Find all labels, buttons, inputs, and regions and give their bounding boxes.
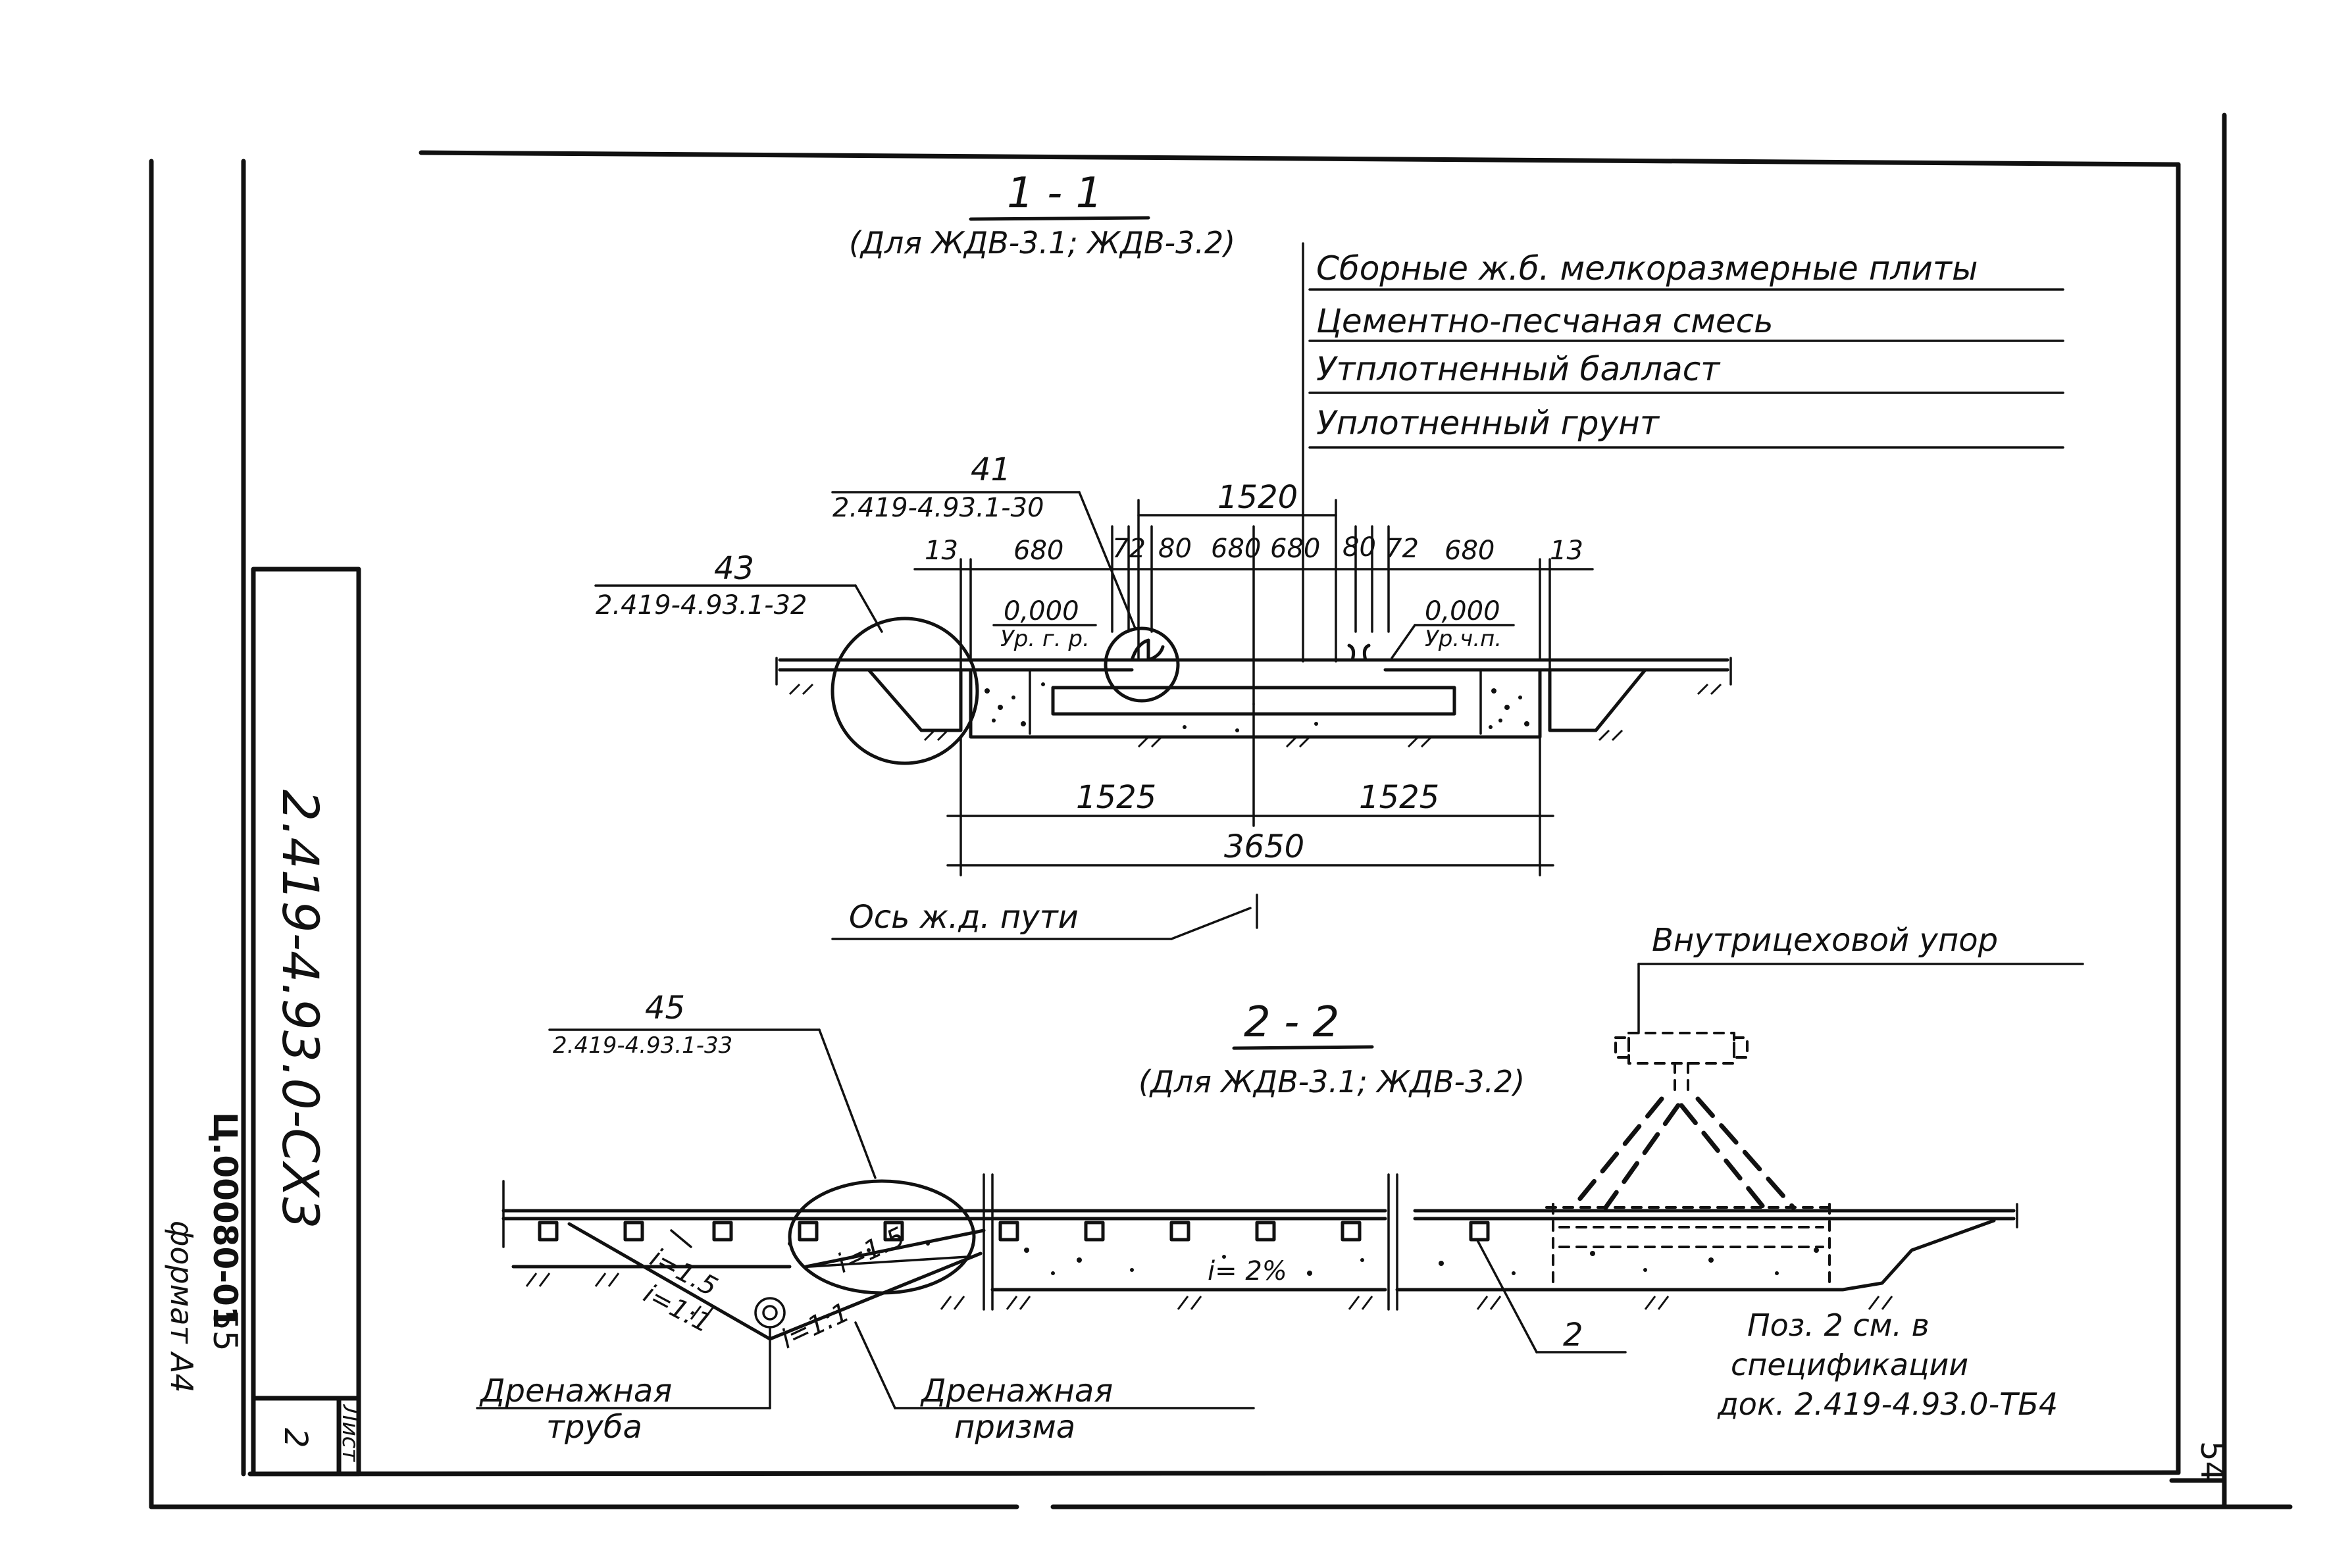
dim-680-3: 680: [1270, 534, 1320, 564]
detail-circle-41: [1104, 626, 1180, 703]
section-2-title: 2 - 2: [1244, 998, 1339, 1047]
sleepers: [538, 1221, 1490, 1242]
callout-45-number: 45: [645, 990, 685, 1026]
drain-pipe-label-1: Дренажная: [479, 1373, 672, 1409]
dim-1520: 1520: [1217, 479, 1298, 516]
note-line-3: док. 2.419-4.93.0-ТБ4: [1717, 1386, 2058, 1422]
dim-72-right: 72: [1385, 534, 1419, 564]
dim-3650: 3650: [1224, 828, 1304, 865]
format-label: формат А4: [164, 1221, 199, 1393]
level-right-value: 0,000: [1425, 596, 1500, 626]
section-1-track-bed: [775, 638, 1732, 748]
level-left-value: 0,000: [1004, 596, 1079, 626]
dim-row-ticks: [959, 525, 1551, 705]
dim-72-left: 72: [1112, 534, 1146, 564]
slope-label-3: i=1.5: [832, 1222, 910, 1279]
slope-main: i= 2%: [1208, 1256, 1287, 1286]
detail-ellipse-45: [788, 1179, 976, 1295]
layer-label-2: Цементно-песчаная смесь: [1316, 302, 1774, 340]
doc-code: 2.419-4.93.0-СХ3: [271, 790, 330, 1229]
section-1-1: 1 - 1 (Для ЖДВ-3.1; ЖДВ-3.2) Сборные ж.б…: [594, 169, 2064, 940]
drain-prism-label-1: Дренажная: [920, 1373, 1113, 1409]
section-2-2: 2 - 2 (Для ЖДВ-3.1; ЖДВ-3.2) 45 2.419-4.…: [476, 922, 2084, 1446]
dim-1525-left: 1525: [1076, 779, 1156, 816]
dim-680-4: 680: [1445, 536, 1495, 566]
detail-circle-43: [831, 617, 979, 765]
layer-label-3: Утплотненный балласт: [1316, 350, 1721, 388]
margin-notes: Ц.00080-01 55 формат А4 54: [164, 1112, 2230, 1481]
layer-label-1: Сборные ж.б. мелкоразмерные плиты: [1316, 249, 1978, 288]
dim-13-left: 13: [925, 536, 958, 566]
archive-code: Ц.00080-01: [206, 1112, 244, 1329]
layers-legend: Сборные ж.б. мелкоразмерные плиты Цемент…: [1302, 242, 2064, 663]
copy-number: 55: [206, 1309, 244, 1352]
level-left-label: Ур. г. р.: [1000, 626, 1090, 652]
drain-pipe-label-2: труба: [546, 1409, 642, 1446]
sheet-label: Лист: [337, 1404, 363, 1462]
callout-41-ref: 2.419-4.93.1-30: [832, 493, 1044, 523]
dim-80-left: 80: [1158, 534, 1192, 564]
note-line-1: Поз. 2 см. в: [1747, 1307, 1930, 1343]
level-right-label: Ур.ч.п.: [1425, 626, 1502, 652]
callout-43-number: 43: [714, 550, 754, 587]
drain-prism-label-2: призма: [954, 1409, 1075, 1446]
dim-13-right: 13: [1550, 536, 1583, 566]
callout-43-ref: 2.419-4.93.1-32: [596, 590, 807, 620]
layer-label-4: Уплотненный грунт: [1316, 404, 1660, 442]
page-number: 54: [2193, 1441, 2230, 1481]
callout-45-ref: 2.419-4.93.1-33: [553, 1032, 732, 1059]
section-2-subtitle: (Для ЖДВ-3.1; ЖДВ-3.2): [1138, 1064, 1525, 1100]
drawing-frame: [149, 113, 2293, 1509]
title-block: 2.419-4.93.0-СХ3 Лист 2: [251, 567, 363, 1477]
pos-number: 2: [1563, 1317, 1583, 1353]
slope-label-4: i=1:1: [777, 1297, 854, 1355]
dim-1525-right: 1525: [1359, 779, 1439, 816]
dim-680-2: 680: [1211, 534, 1261, 564]
drain-pipe-symbol: [754, 1297, 786, 1328]
section-2-deck: [501, 1173, 2018, 1341]
note-line-2: спецификации: [1731, 1347, 1968, 1382]
sheet-number: 2: [277, 1428, 314, 1448]
dim-680-1: 680: [1013, 536, 1063, 566]
stop-label: Внутрицеховой упор: [1652, 922, 1998, 959]
section-1-title: 1 - 1: [1007, 169, 1102, 218]
dim-80-right: 80: [1342, 532, 1376, 563]
stop-structure: [1545, 1032, 1831, 1291]
section-1-subtitle: (Для ЖДВ-3.1; ЖДВ-3.2): [849, 225, 1235, 261]
callout-41-number: 41: [971, 451, 1011, 488]
track-axis-label: Ось ж.д. пути: [849, 899, 1079, 936]
